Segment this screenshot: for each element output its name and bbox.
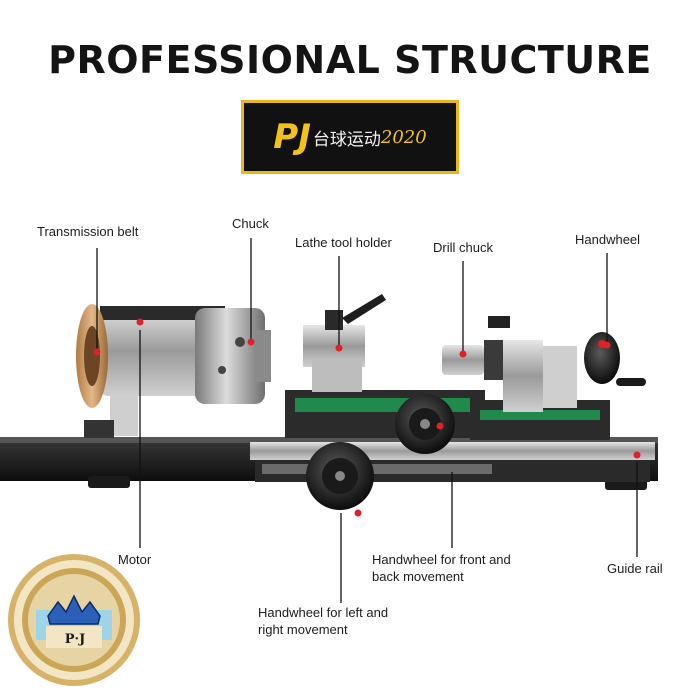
label-handwheel-front-back: Handwheel for front and back movement <box>372 552 511 584</box>
label-transmission-belt: Transmission belt <box>37 224 139 239</box>
brand-pj: PJ <box>273 117 311 157</box>
brand-logo: PJ 台球运动 2020 <box>241 100 459 174</box>
label-handwheel-left-right: Handwheel for left and right movement <box>258 605 389 637</box>
brand-year: 2020 <box>380 126 427 148</box>
marker-motor <box>136 318 144 326</box>
marker-guide-rail <box>633 451 641 459</box>
label-drill-chuck: Drill chuck <box>433 240 493 255</box>
brand-chinese: 台球运动 <box>312 129 381 150</box>
lathe-tool-holder <box>303 294 386 392</box>
marker-handwheel <box>603 341 611 349</box>
transmission-belt <box>76 304 108 408</box>
marker-transmission-belt <box>93 348 101 356</box>
marker-drill-chuck <box>459 350 467 358</box>
label-lathe-tool-holder: Lathe tool holder <box>295 235 392 250</box>
label-chuck: Chuck <box>232 216 269 231</box>
leader-lines <box>96 238 638 603</box>
marker-chuck <box>247 338 255 346</box>
chuck <box>195 308 271 404</box>
tailstock-handwheel <box>584 332 646 386</box>
crown-icon <box>47 594 101 625</box>
pj-badge <box>8 554 140 686</box>
drill-chuck <box>442 340 504 380</box>
label-motor: Motor <box>118 552 152 567</box>
marker-lathe-tool-holder <box>335 344 343 352</box>
page-title: PROFESSIONAL STRUCTURE <box>48 38 652 82</box>
label-guide-rail: Guide rail <box>607 561 663 576</box>
callout-markers <box>93 318 641 517</box>
tailstock <box>488 316 577 412</box>
handwheel-left-right <box>306 442 374 510</box>
motor <box>84 306 225 438</box>
label-handwheel: Handwheel <box>575 232 641 247</box>
badge-text: P·J <box>64 632 86 647</box>
marker-handwheel-left-right <box>354 509 362 517</box>
marker-handwheel-front-back <box>436 422 444 430</box>
handwheel-front-back <box>395 394 455 454</box>
